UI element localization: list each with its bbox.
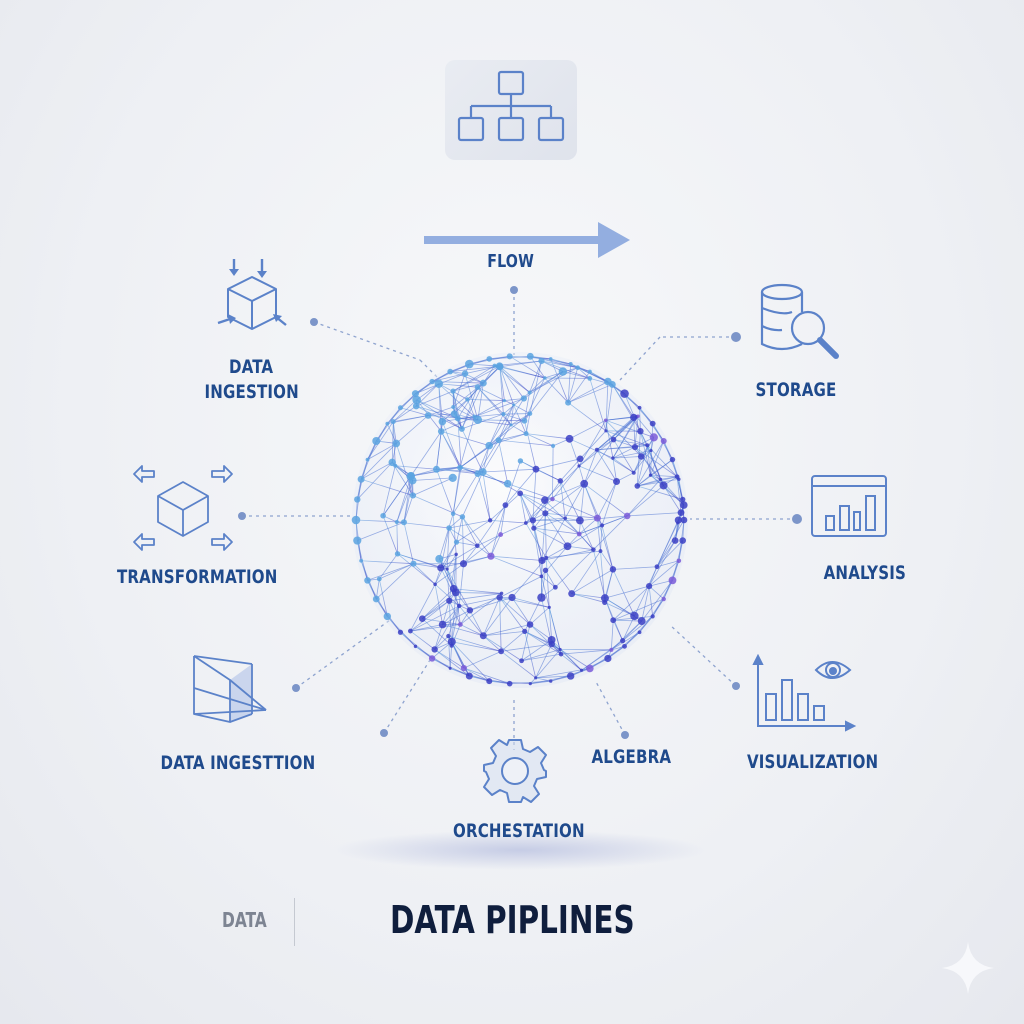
transformation-label: TRANSFORMATION bbox=[116, 566, 278, 588]
data-ingestion-bottom-label: DATA INGESTTION bbox=[160, 752, 316, 774]
cube-inbound-arrows-icon bbox=[217, 259, 287, 330]
wireframe-prism-icon bbox=[193, 655, 267, 723]
analysis-label: ANALYSIS bbox=[823, 562, 907, 584]
cube-outbound-arrows-icon bbox=[133, 465, 233, 551]
data-ingestion-top-label-line1: DATA bbox=[229, 356, 274, 378]
flow-label: FLOW bbox=[487, 251, 534, 272]
bar-chart-window-icon bbox=[811, 475, 887, 537]
footer-divider bbox=[294, 898, 295, 946]
gear-icon bbox=[483, 739, 547, 803]
page-title: DATA PIPLINES bbox=[390, 898, 635, 942]
footer-subtitle: DATA bbox=[222, 908, 267, 932]
visualization-label: VISUALIZATION bbox=[746, 751, 879, 773]
storage-label: STORAGE bbox=[755, 379, 837, 401]
algebra-label: ALGEBRA bbox=[591, 746, 672, 768]
sparkle-icon bbox=[942, 942, 994, 994]
database-search-icon bbox=[760, 283, 839, 359]
network-sphere bbox=[351, 352, 688, 688]
sphere-shadow bbox=[330, 830, 710, 870]
hierarchy-icon bbox=[457, 70, 565, 142]
hierarchy-card bbox=[445, 60, 577, 160]
chart-eye-icon bbox=[752, 654, 857, 732]
orchestration-label: ORCHESTATION bbox=[452, 820, 585, 842]
arrow-right-icon bbox=[424, 222, 630, 258]
data-ingestion-top-label-line2: INGESTION bbox=[204, 381, 299, 403]
